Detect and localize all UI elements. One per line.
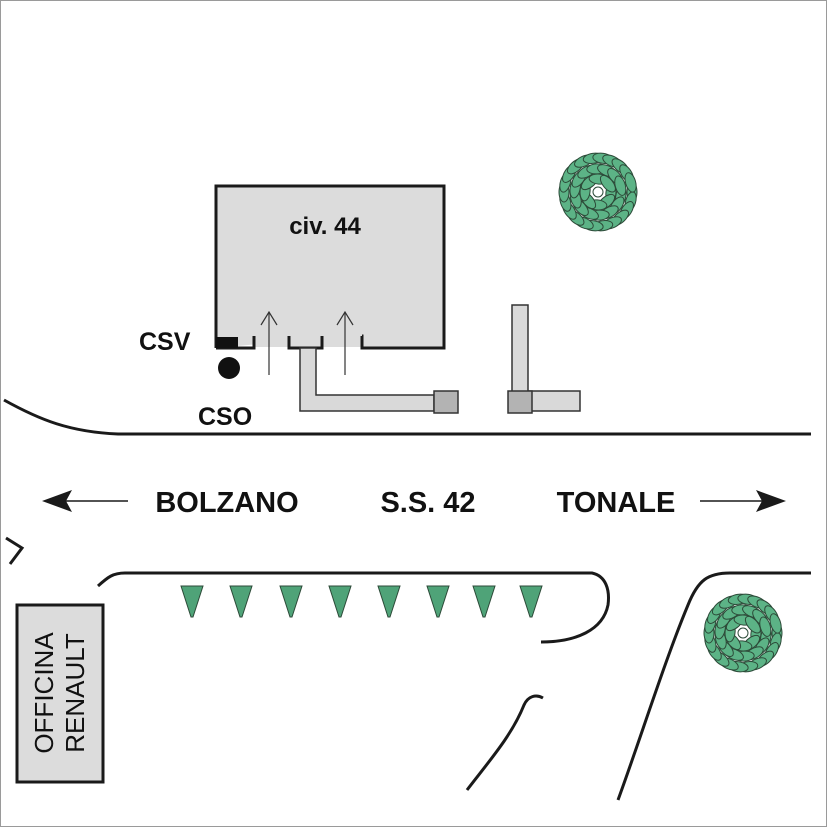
arrow-east — [700, 490, 786, 512]
side-road-edge — [465, 694, 544, 791]
service-pipe-2 — [507, 304, 581, 414]
entrance-arrow-east — [336, 310, 354, 375]
shrub-icon — [279, 585, 303, 618]
road-edge-north — [3, 398, 811, 436]
road-edge-south-east — [616, 571, 811, 801]
shrub-icon — [472, 585, 496, 618]
building-civ-44: civ. 44 — [214, 184, 446, 350]
road-label-east: TONALE — [557, 487, 676, 519]
shrub-icon — [229, 585, 253, 618]
officina-renault-building: OFFICINA RENAULT — [15, 603, 105, 784]
cso-marker — [218, 357, 240, 379]
shrub-icon — [519, 585, 543, 618]
shrub-icon — [426, 585, 450, 618]
shrub-icon — [377, 585, 401, 618]
shrub-row — [180, 585, 543, 618]
csv-marker — [216, 337, 238, 348]
shrub-icon — [328, 585, 352, 618]
building-label: civ. 44 — [289, 213, 361, 240]
csv-label: CSV — [139, 328, 191, 356]
tree-icon — [703, 593, 783, 673]
officina-label-line2: RENAULT — [60, 633, 90, 753]
tree-icon — [558, 152, 638, 232]
road-name: S.S. 42 — [380, 487, 475, 519]
arrow-west — [42, 490, 128, 512]
entrance-arrow-west — [260, 310, 278, 375]
kerb-corner — [5, 536, 25, 565]
service-pipe-1 — [299, 347, 459, 414]
cso-label: CSO — [198, 403, 252, 431]
shrub-icon — [180, 585, 204, 618]
officina-label-line1: OFFICINA — [29, 632, 59, 754]
pipe-1-fitting — [433, 390, 459, 414]
road-label-west: BOLZANO — [155, 487, 298, 519]
road-edge-south-west — [96, 571, 610, 644]
pipe-2-fitting — [507, 390, 533, 414]
